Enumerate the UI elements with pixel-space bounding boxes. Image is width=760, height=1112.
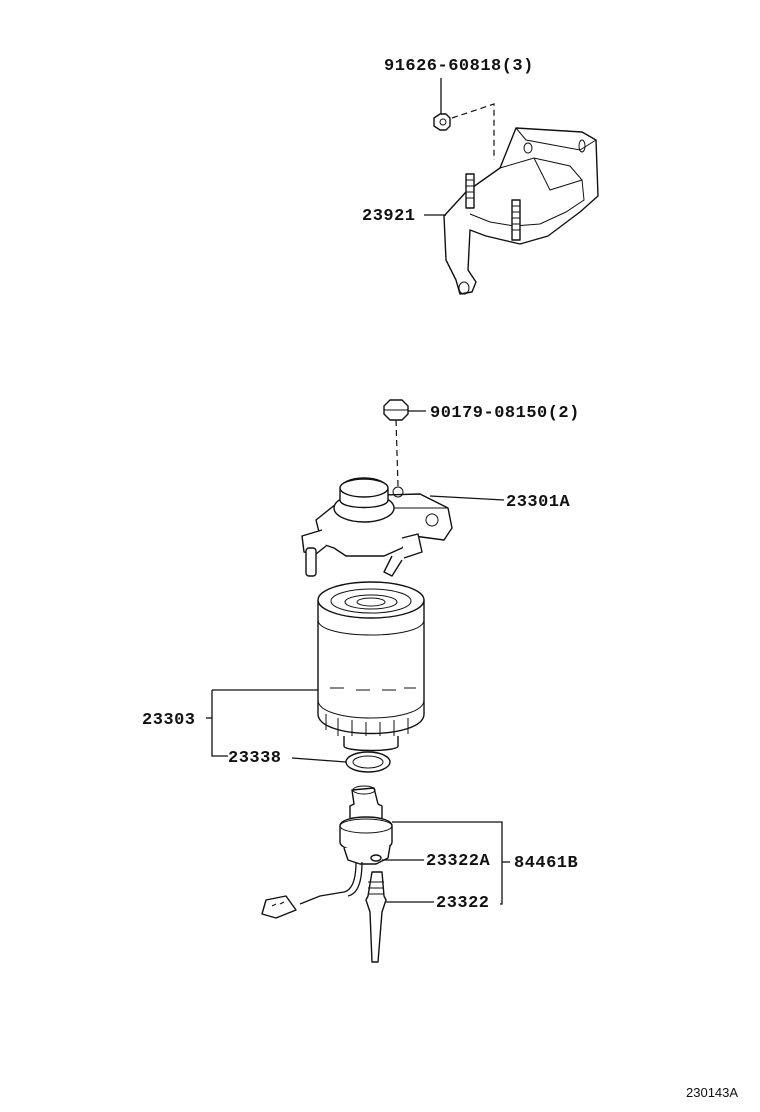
label-nut: 91626-60818(3) <box>384 57 534 76</box>
label-bracket: 23921 <box>362 207 416 226</box>
label-o-ring: 23338 <box>228 749 282 768</box>
sensor-23322[interactable] <box>365 871 387 963</box>
label-filter-element: 23303 <box>142 711 196 730</box>
diagram-code: 230143A <box>686 1085 738 1100</box>
filter-element-23303[interactable] <box>317 581 425 752</box>
o-ring-23338[interactable] <box>345 751 391 773</box>
nut-91626[interactable] <box>433 113 451 131</box>
label-sensor-seal: 23322A <box>426 852 491 871</box>
seal-23322A[interactable] <box>370 854 382 862</box>
label-bolt: 90179-08150(2) <box>430 404 580 423</box>
label-filter-head: 23301A <box>506 493 571 512</box>
bracket-23921[interactable] <box>443 127 599 295</box>
bolt-90179[interactable] <box>383 399 409 421</box>
filter-head-23301A[interactable] <box>301 477 453 577</box>
label-sensor-assy: 84461B <box>514 854 578 873</box>
label-sensor: 23322 <box>436 894 490 913</box>
